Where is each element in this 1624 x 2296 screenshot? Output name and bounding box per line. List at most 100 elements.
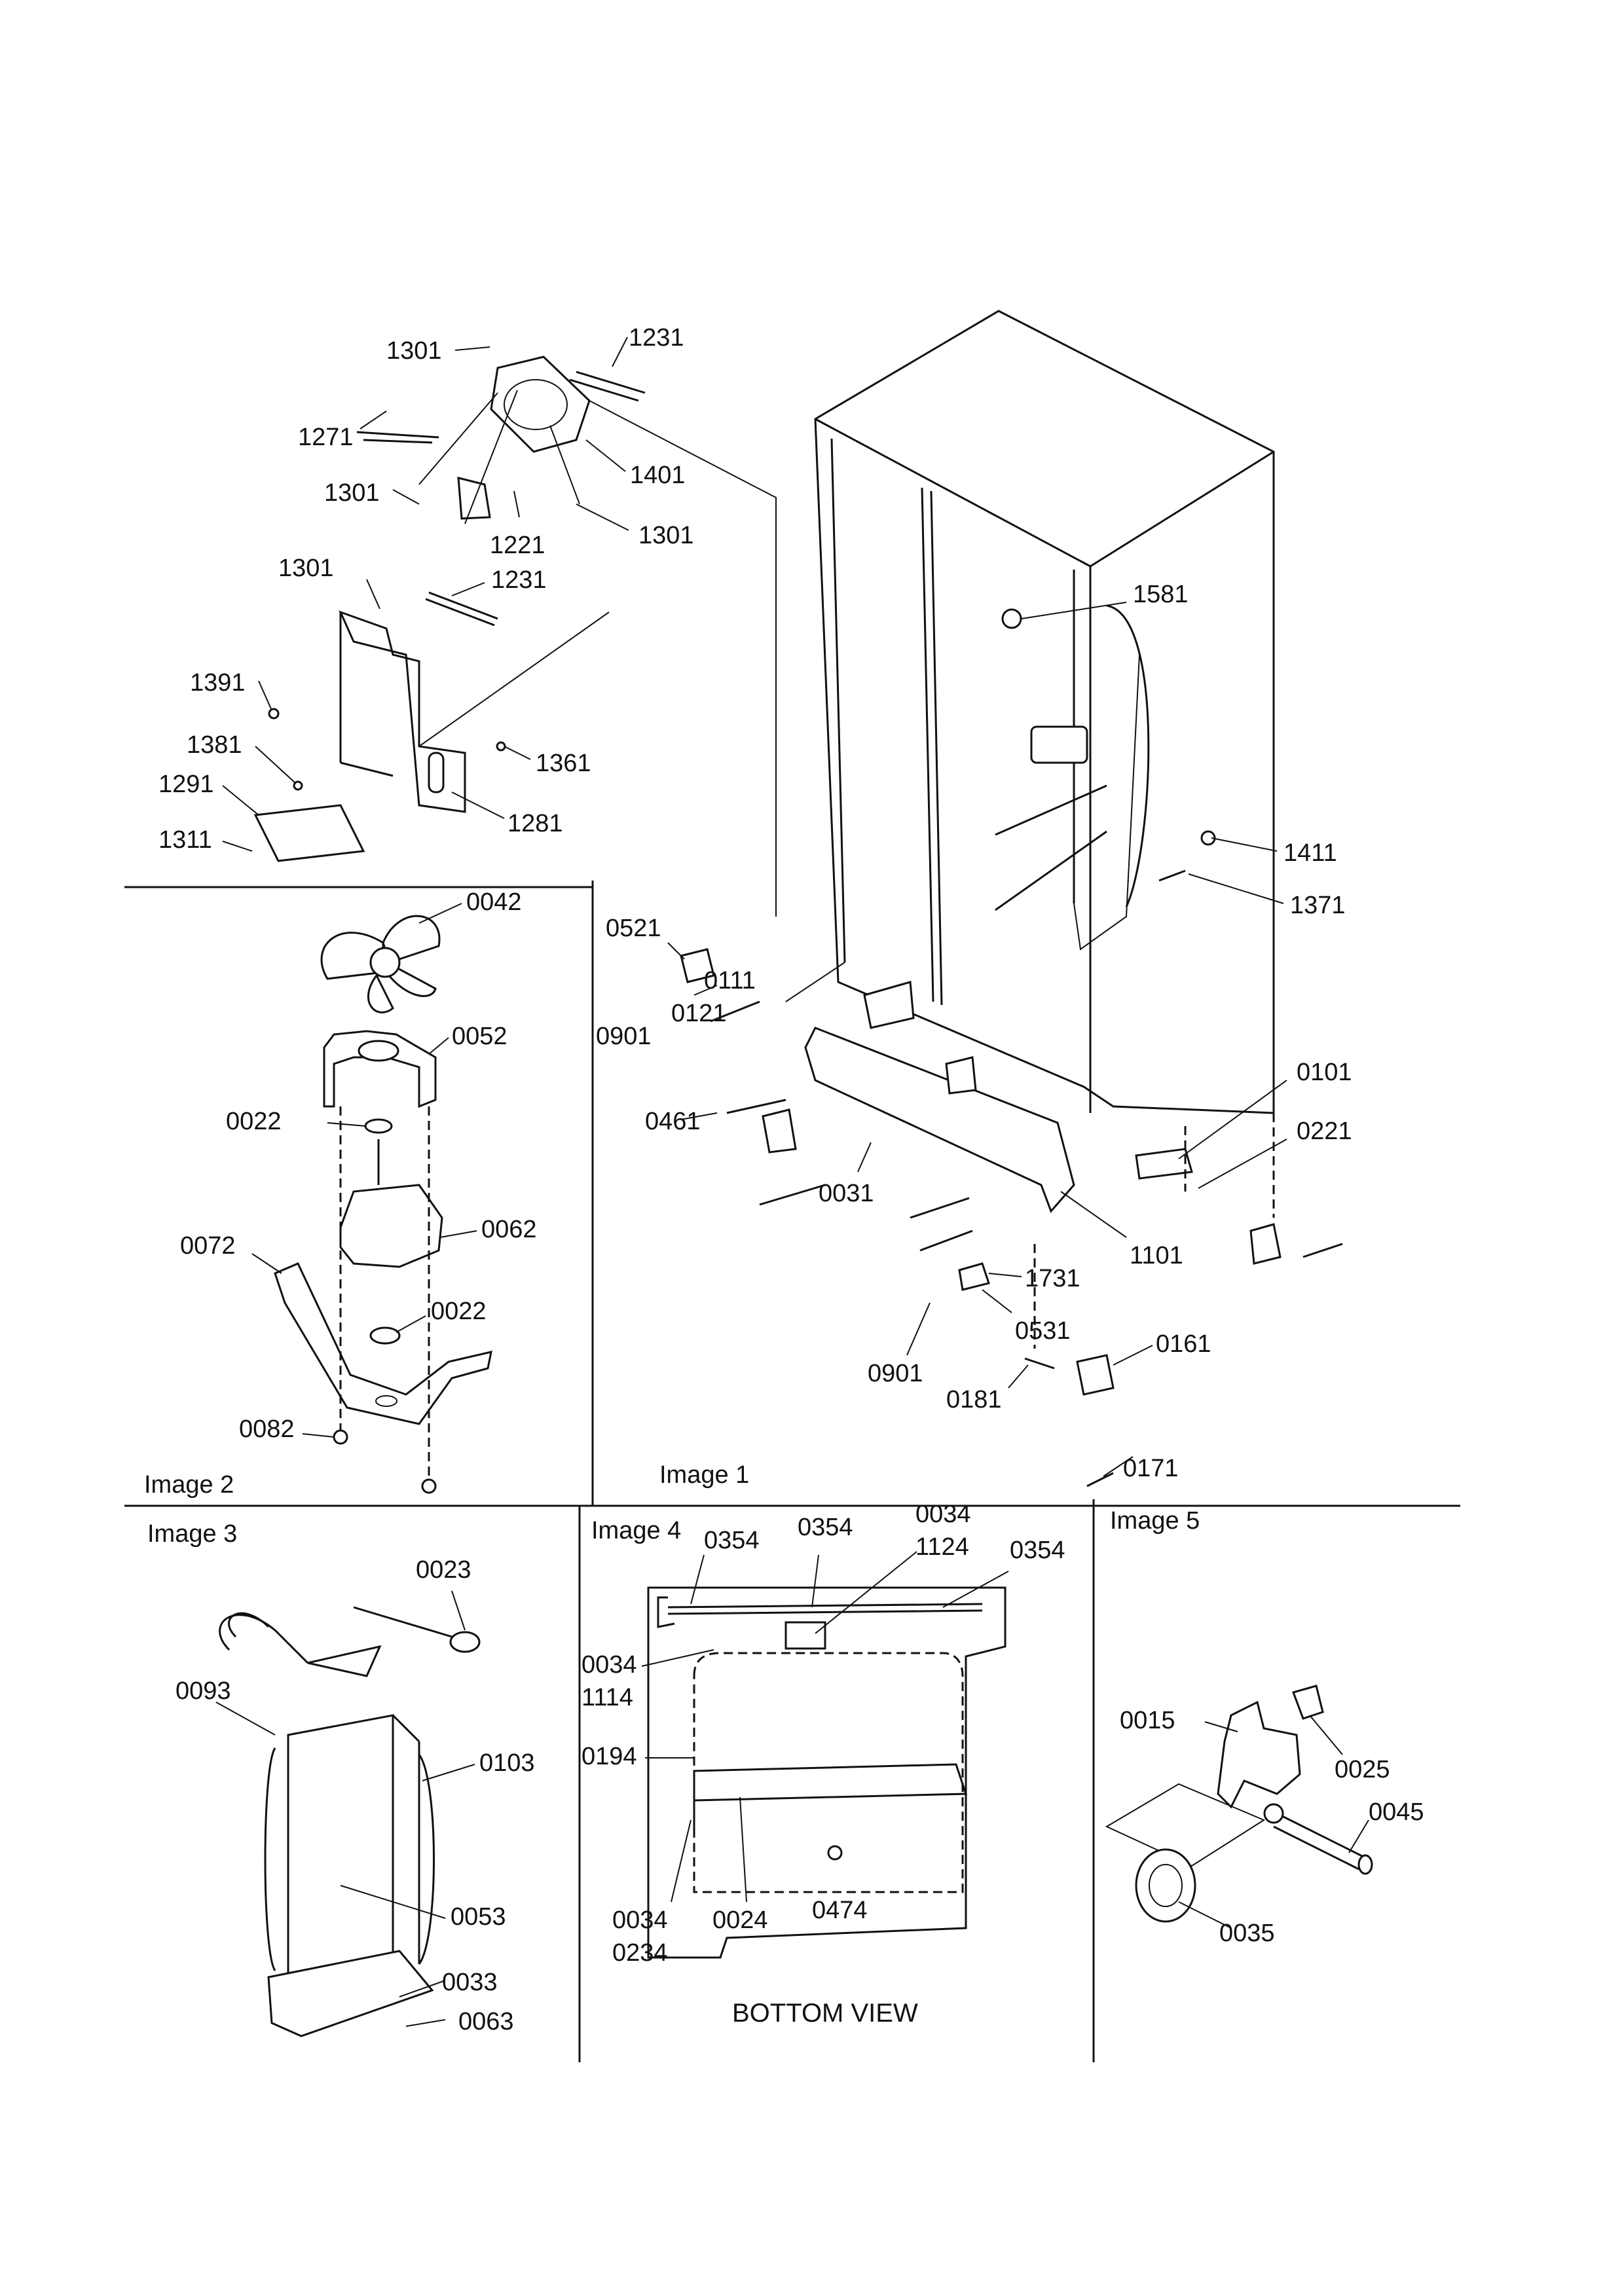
callout-0194: 0194 <box>581 1743 637 1770</box>
callout-0234: 0234 <box>612 1939 668 1967</box>
liner-bend <box>1073 654 1140 951</box>
leader-line <box>1204 1721 1238 1732</box>
callout-1291: 1291 <box>158 771 214 798</box>
callout-1114: 1114 <box>581 1684 633 1711</box>
callout-0022: 0022 <box>431 1298 487 1325</box>
callout-0901: 0901 <box>596 1023 652 1050</box>
callout-0063: 0063 <box>458 2008 514 2035</box>
screw-part <box>496 741 506 752</box>
leader-line <box>454 346 490 351</box>
evaporator-core-part <box>287 1714 394 1992</box>
leader-line <box>1008 1364 1029 1389</box>
callout-0072: 0072 <box>180 1232 236 1260</box>
callout-0354: 0354 <box>798 1514 853 1541</box>
callout-1401: 1401 <box>630 462 686 489</box>
leader-line <box>1113 1345 1153 1366</box>
callout-0052: 0052 <box>452 1023 507 1050</box>
callout-1301: 1301 <box>278 555 334 582</box>
thermistor-lead-part <box>353 1606 452 1638</box>
drain-plug-part <box>827 1845 843 1861</box>
fan-bracket-assembly <box>356 355 777 851</box>
mounting-bracket-part <box>274 1262 492 1425</box>
leader-line <box>451 1590 466 1631</box>
fan-opening-part <box>504 379 568 430</box>
callout-0354: 0354 <box>1010 1537 1065 1564</box>
callout-1411: 1411 <box>1283 839 1337 867</box>
leader-line <box>396 1315 426 1333</box>
callout-1231: 1231 <box>491 566 547 594</box>
leader-line <box>451 792 505 819</box>
leader-line <box>513 490 520 518</box>
callout-1311: 1311 <box>158 826 212 854</box>
gasket-strip-part <box>425 598 495 627</box>
vent-grille-part <box>1030 725 1088 764</box>
base-plate-part <box>863 981 915 1029</box>
leader-line <box>504 746 531 760</box>
callout-0082: 0082 <box>239 1415 295 1443</box>
cabinet-edge <box>815 418 1091 568</box>
leader-line <box>906 1302 931 1356</box>
cover-slot-part <box>428 752 445 793</box>
leader-line <box>1309 1715 1343 1755</box>
screw-part <box>293 780 303 791</box>
callout-1371: 1371 <box>1290 892 1346 919</box>
fan-blade-part <box>367 974 394 1013</box>
screw-part <box>421 1478 437 1494</box>
callout-0474: 0474 <box>812 1897 868 1924</box>
leader-line <box>251 1253 282 1274</box>
cover-edge <box>340 761 394 777</box>
leader-line <box>366 579 380 610</box>
roller-bracket-part <box>1249 1223 1282 1265</box>
callout-0031: 0031 <box>819 1180 874 1207</box>
leader-line <box>1211 837 1278 852</box>
callout-1301: 1301 <box>324 479 380 507</box>
axle-pin-part <box>1273 1825 1359 1870</box>
panel-frame <box>124 881 1460 2062</box>
screw-part <box>1086 1472 1114 1487</box>
screw-part <box>268 708 280 720</box>
callouts-image5: 0015 0025 0045 0035 <box>1120 1707 1424 1947</box>
leader-line <box>811 1554 819 1608</box>
leader-line <box>418 392 498 485</box>
leader-line <box>785 962 845 1002</box>
callout-0025: 0025 <box>1335 1756 1390 1783</box>
callout-1281: 1281 <box>507 810 563 837</box>
motor-clip-part <box>457 477 491 520</box>
gasket-strip-part <box>428 591 498 620</box>
leader-line <box>1060 1191 1127 1238</box>
leader-line <box>576 503 629 531</box>
leader-line <box>255 746 295 783</box>
panel-label-image-5: Image 5 <box>1110 1507 1200 1535</box>
washer-part <box>1263 1803 1284 1824</box>
fan-blade-part <box>382 915 441 964</box>
screw-part <box>710 1000 760 1023</box>
gasket-strip-part <box>356 431 439 439</box>
callout-0042: 0042 <box>466 888 522 916</box>
leader-line <box>693 985 718 996</box>
gasket-strip-part <box>569 378 639 402</box>
callout-1301: 1301 <box>386 337 442 365</box>
callouts-top: 1301 1231 1271 1301 1401 1221 1301 1301 … <box>158 324 694 854</box>
leader-line <box>612 337 628 367</box>
callout-0053: 0053 <box>451 1903 506 1931</box>
callouts-image2: 0042 0052 0022 0062 0072 0022 0082 <box>180 888 537 1443</box>
panel-labels: Image 2 Image 1 Image 3 Image 4 Image 5 <box>144 1461 1200 1548</box>
leader-line <box>340 1885 446 1919</box>
callout-0111: 0111 <box>704 967 756 994</box>
callout-0521: 0521 <box>606 915 661 942</box>
leader-line <box>418 903 462 924</box>
callout-leaders <box>215 337 1369 2027</box>
callout-0221: 0221 <box>1297 1118 1352 1145</box>
panel-label-image-4: Image 4 <box>591 1517 681 1544</box>
tube-bend-part <box>657 1596 675 1628</box>
evaporator-coil-part <box>418 1754 435 1965</box>
panel-label-image-3: Image 3 <box>147 1520 237 1548</box>
callout-0461: 0461 <box>645 1108 701 1135</box>
thermostat-knob-part <box>1001 608 1022 629</box>
grommet-part <box>369 1326 401 1345</box>
leader-line <box>215 1702 276 1736</box>
roller-bracket-part <box>1076 1354 1115 1396</box>
leader-line <box>405 2019 446 2027</box>
leader-line <box>392 489 420 505</box>
